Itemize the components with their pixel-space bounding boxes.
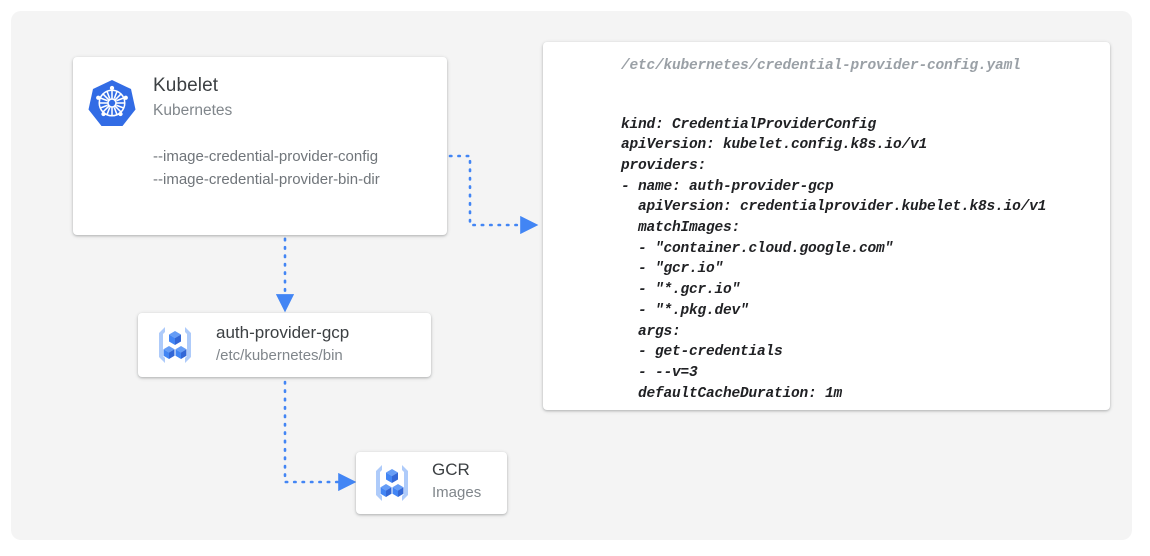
gcr-card[interactable]: GCR Images xyxy=(356,452,507,514)
kubelet-flag-bin-dir: --image-credential-provider-bin-dir xyxy=(153,171,380,188)
kubelet-card-title: Kubelet xyxy=(153,75,219,96)
gcr-card-title: GCR xyxy=(432,460,470,479)
auth-provider-gcp-title: auth-provider-gcp xyxy=(216,323,350,342)
container-registry-icon xyxy=(159,327,191,363)
gcr-card-subtitle: Images xyxy=(432,484,482,501)
auth-provider-gcp-subtitle: /etc/kubernetes/bin xyxy=(216,347,343,364)
container-registry-icon xyxy=(376,465,408,501)
credential-provider-config-card[interactable]: /etc/kubernetes/credential-provider-conf… xyxy=(543,42,1110,410)
kubelet-card[interactable]: Kubelet Kubernetes --image-credential-pr… xyxy=(73,57,447,235)
kubelet-card-subtitle: Kubernetes xyxy=(153,102,233,119)
auth-provider-gcp-card[interactable]: auth-provider-gcp /etc/kubernetes/bin xyxy=(138,313,431,377)
kubernetes-logo-icon xyxy=(88,80,136,126)
yaml-file-path: /etc/kubernetes/credential-provider-conf… xyxy=(621,58,1021,74)
yaml-content: kind: CredentialProviderConfig apiVersio… xyxy=(621,116,1047,402)
kubelet-flag-config: --image-credential-provider-config xyxy=(153,148,379,165)
